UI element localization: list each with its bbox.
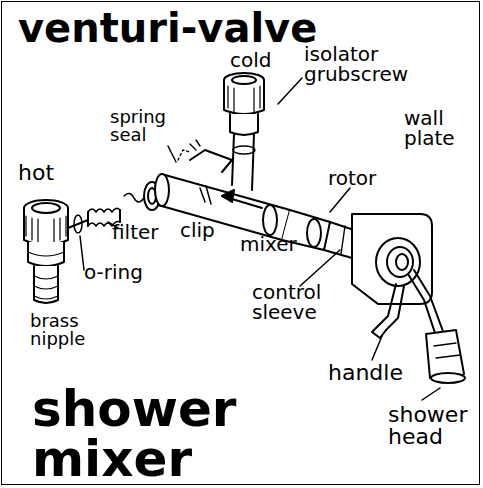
part-label: handle [328,362,418,384]
part-label: o-ring [84,262,164,282]
part-label: rotor [328,168,398,188]
part-label: cold [230,50,300,70]
title-text: venturi-valve [18,8,318,48]
part-label: hot [18,162,78,184]
caption-text: shower mixer [32,384,232,484]
part-label: wall plate [404,108,476,148]
part-label: isolator grubscrew [304,44,409,84]
part-label: shower head [388,404,478,448]
leader-lines [80,78,440,400]
part-label: brass nipple [30,312,102,348]
hot-fitting [24,200,68,303]
cold-fitting [224,73,264,190]
part-label: clip [180,220,230,240]
part-label: control sleeve [252,282,340,322]
part-label: filter [112,222,182,242]
part-label: mixer [240,234,320,254]
part-label: spring seal [110,108,172,144]
wall-plate-assembly [324,214,465,383]
